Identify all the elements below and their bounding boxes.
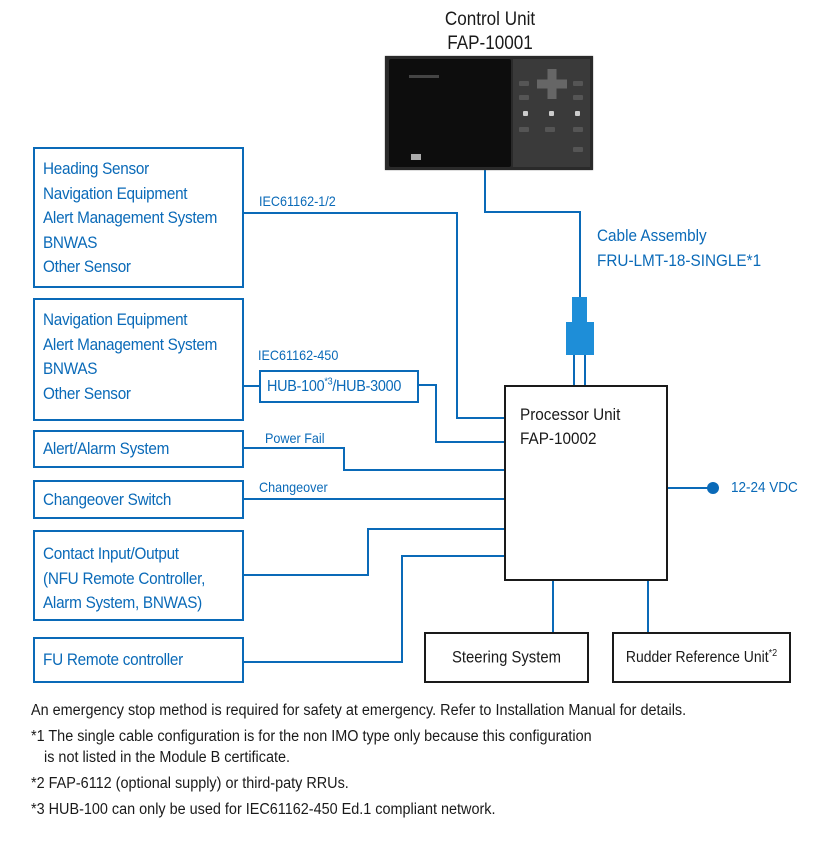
control-unit-name: Control Unit (444, 9, 536, 30)
wire-fu-remote (243, 555, 505, 663)
processor-unit-box: Processor Unit FAP-10002 (504, 385, 668, 581)
label-changeover: Changeover (259, 479, 328, 495)
lan-sensor-item: Navigation Equipment (43, 310, 188, 329)
wire-control-to-cable (484, 170, 581, 297)
note-1-continued: is not listed in the Module B certificat… (44, 749, 291, 766)
control-unit-screen (389, 59, 511, 167)
wire-contact-io (243, 528, 505, 576)
serial-sensor-item: Heading Sensor (43, 159, 149, 178)
label-iec61162-450: IEC61162-450 (258, 347, 339, 363)
input-box-lan-sensors: Navigation Equipment Alert Management Sy… (33, 298, 244, 421)
note-2: *2 FAP-6112 (optional supply) or third-p… (31, 775, 349, 792)
fu-remote-label: FU Remote controller (43, 650, 184, 669)
contact-io-item: Contact Input/Output (43, 544, 179, 563)
power-supply-label: 12-24 VDC (731, 479, 798, 496)
alert-alarm-label: Alert/Alarm System (43, 439, 170, 458)
lan-sensor-item: Alert Management System (43, 334, 218, 354)
wire-power-fail (243, 447, 505, 471)
cable-connector-body (566, 322, 594, 355)
rudder-reference-unit-box: Rudder Reference Unit*2 (612, 632, 791, 683)
lan-sensor-item: Other Sensor (43, 383, 131, 403)
contact-io-item: (NFU Remote Controller, (43, 568, 206, 588)
cable-connector-top (572, 297, 587, 323)
contact-io-item: Alarm System, BNWAS) (43, 593, 202, 612)
input-box-alert-alarm: Alert/Alarm System (33, 430, 244, 468)
control-unit-model: FAP-10001 (447, 33, 533, 54)
wire-hub-to-processor (418, 384, 505, 443)
processor-unit-model: FAP-10002 (520, 429, 597, 448)
wire-iec61162-1-2 (243, 212, 505, 419)
hub-label: HUB-100*3/HUB-3000 (267, 376, 402, 395)
note-1: *1 The single cable configuration is for… (31, 728, 592, 745)
control-unit-keypad (513, 59, 590, 167)
steering-system-box: Steering System (424, 632, 589, 683)
serial-sensor-item: Navigation Equipment (43, 183, 188, 203)
cable-assembly-title: Cable Assembly (597, 226, 707, 245)
lan-sensor-item: BNWAS (43, 359, 98, 378)
processor-unit-name: Processor Unit (520, 405, 621, 424)
footnotes: An emergency stop method is required for… (31, 700, 686, 822)
note-3: *3 HUB-100 can only be used for IEC61162… (31, 801, 496, 818)
steering-system-label: Steering System (452, 648, 561, 666)
cable-assembly-model: FRU-LMT-18-SINGLE*1 (597, 251, 762, 270)
input-box-changeover: Changeover Switch (33, 480, 244, 519)
changeover-switch-label: Changeover Switch (43, 489, 172, 509)
serial-sensor-item: Other Sensor (43, 257, 131, 276)
power-terminal-dot (707, 482, 719, 494)
rudder-reference-unit-label: Rudder Reference Unit*2 (625, 647, 778, 666)
input-box-contact-io: Contact Input/Output (NFU Remote Control… (33, 530, 244, 621)
serial-sensor-item: BNWAS (43, 232, 98, 252)
label-power-fail: Power Fail (265, 430, 325, 446)
hub-box: HUB-100*3/HUB-3000 (259, 370, 419, 403)
input-box-serial-sensors: Heading Sensor Navigation Equipment Aler… (33, 147, 244, 288)
serial-sensor-item: Alert Management System (43, 208, 218, 227)
control-unit-image (385, 56, 593, 170)
control-unit-title: Control Unit FAP-10001 (423, 8, 558, 56)
cable-assembly-label: Cable Assembly FRU-LMT-18-SINGLE*1 (597, 223, 761, 273)
note-emergency-stop: An emergency stop method is required for… (31, 702, 687, 719)
label-iec61162-1-2: IEC61162-1/2 (259, 193, 336, 209)
input-box-fu-remote: FU Remote controller (33, 637, 244, 683)
